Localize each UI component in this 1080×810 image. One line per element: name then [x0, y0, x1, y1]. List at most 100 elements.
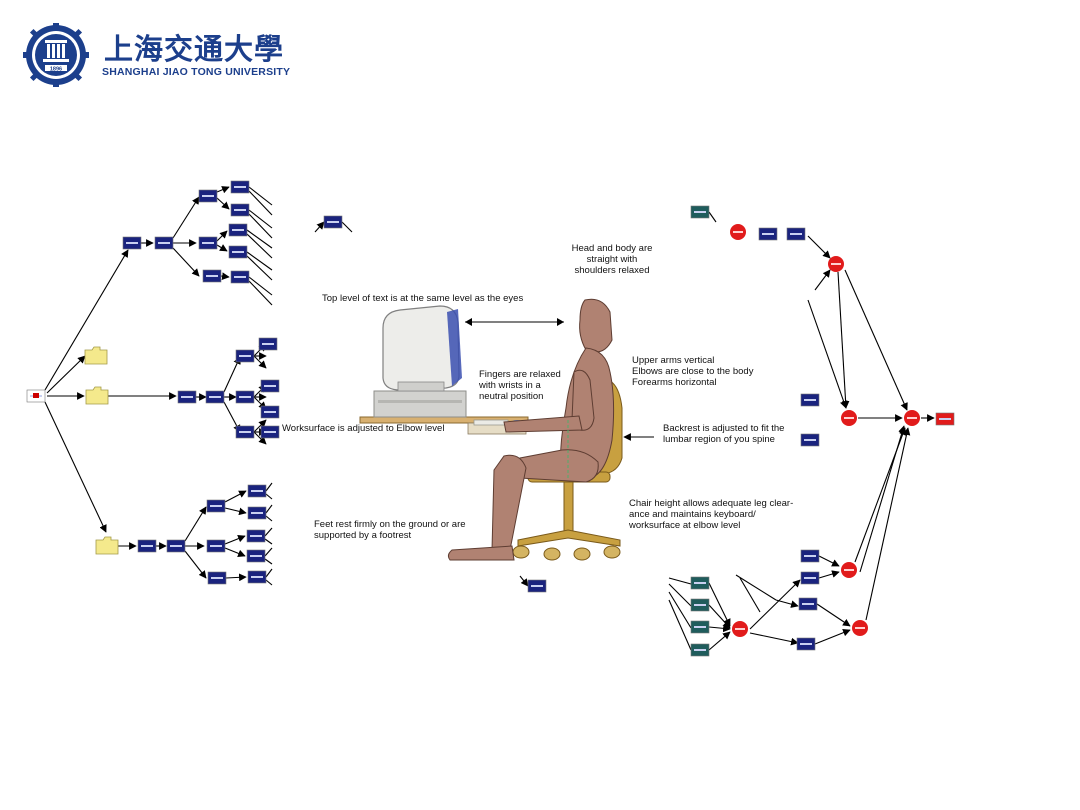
folder-icon [84, 346, 108, 365]
network-node-red-label [855, 627, 865, 629]
network-node-red-label [831, 263, 841, 265]
network-node-box-label [327, 221, 339, 223]
seated-person [447, 298, 615, 561]
network-edge [807, 299, 848, 409]
network-edge [46, 355, 86, 394]
network-edge [314, 221, 325, 233]
network-node-box-label [694, 604, 706, 606]
network-edge [749, 579, 801, 630]
university-seal-icon: 1896 [23, 23, 89, 87]
network-node-box-label [210, 545, 222, 547]
network-edge [814, 628, 851, 645]
network-node-box-label [264, 385, 276, 387]
network-edge [246, 229, 273, 249]
network-node-box-label [264, 431, 276, 433]
network-node-box-label [250, 555, 262, 557]
network-edge [844, 269, 908, 411]
network-node-box-label [141, 545, 153, 547]
network-node-box-label [251, 490, 263, 492]
university-logo: 1896 [22, 22, 262, 88]
network-edge [248, 276, 273, 296]
network-edge [708, 211, 717, 223]
network-node-box-label [694, 626, 706, 628]
network-node-box-label [234, 186, 246, 188]
network-node-box-label [234, 276, 246, 278]
network-edge [668, 599, 692, 651]
network-edge [224, 547, 246, 558]
network-node-box-label [694, 211, 706, 213]
network-edge [519, 575, 529, 587]
network-node-box-label [232, 229, 244, 231]
network-node-box-label [251, 576, 263, 578]
network-edge [248, 186, 273, 206]
network-edge [749, 632, 799, 646]
network-edge [223, 356, 241, 393]
network-node-box-label [804, 439, 816, 441]
network-edge [818, 555, 840, 567]
person-head [579, 298, 613, 353]
network-node-box-label [170, 545, 182, 547]
network-node-red-label [735, 628, 745, 630]
network-node-box-label [206, 275, 218, 277]
network-edge [859, 425, 906, 573]
network-node-box-label [804, 399, 816, 401]
network-node-box-label [251, 512, 263, 514]
network-edge [818, 570, 840, 579]
network-edge [253, 419, 267, 433]
network-node-box-label [202, 195, 214, 197]
chair-wheels [512, 545, 621, 561]
network-edge [246, 255, 273, 281]
network-edge [216, 197, 230, 210]
network-edge [248, 213, 273, 239]
network-node-red-label [844, 569, 854, 571]
person-forearm [503, 415, 583, 433]
network-node-box-label [158, 242, 170, 244]
network-edge [816, 603, 851, 627]
network-node-red-label [733, 231, 743, 233]
network-edge [807, 235, 831, 259]
network-node-box-label [250, 535, 262, 537]
network-node-box-label [762, 233, 774, 235]
feet-label: Feet rest firmly on the ground or are su… [314, 519, 466, 541]
network-edge [265, 568, 273, 578]
network-edge [224, 507, 247, 516]
network-edge [248, 280, 273, 306]
network-node-box-label [209, 396, 221, 398]
network-edge [264, 547, 273, 557]
network-edge [216, 186, 230, 194]
monitor-screen [447, 309, 462, 386]
network-edge [248, 209, 273, 229]
network-edge [172, 247, 200, 277]
root-node-mark [33, 393, 39, 398]
worksurface-label: Worksurface is adjusted to Elbow level [282, 423, 445, 434]
network-edge [708, 604, 731, 629]
network-edge [668, 583, 692, 607]
network-edge [708, 582, 731, 627]
network-edge [265, 482, 273, 492]
seal-year: 1896 [50, 67, 62, 73]
network-edge [264, 558, 273, 565]
network-edge [265, 504, 273, 514]
network-edge [814, 269, 831, 291]
chair-column [563, 481, 574, 533]
network-edge [341, 221, 353, 233]
network-edge [265, 493, 273, 500]
network-edge [253, 355, 267, 369]
chair-height-label: Chair height allows adequate leg clear- … [629, 498, 794, 531]
university-name-english: SHANGHAI JIAO TONG UNIVERSITY [102, 66, 291, 78]
network-node-box-label [210, 505, 222, 507]
network-node-box-label [211, 577, 223, 579]
network-edge [172, 196, 200, 239]
network-node-box-label [800, 643, 812, 645]
network-edge [735, 574, 777, 601]
folder-icon [95, 536, 119, 555]
network-node-box-label [232, 251, 244, 253]
network-edge [775, 599, 799, 608]
network-node-box-label [181, 396, 193, 398]
network-edge [216, 230, 228, 242]
network-node-box-label [531, 585, 543, 587]
network-node-box-label [264, 411, 276, 413]
network-node-box-label [694, 649, 706, 651]
network-edge [44, 401, 107, 533]
